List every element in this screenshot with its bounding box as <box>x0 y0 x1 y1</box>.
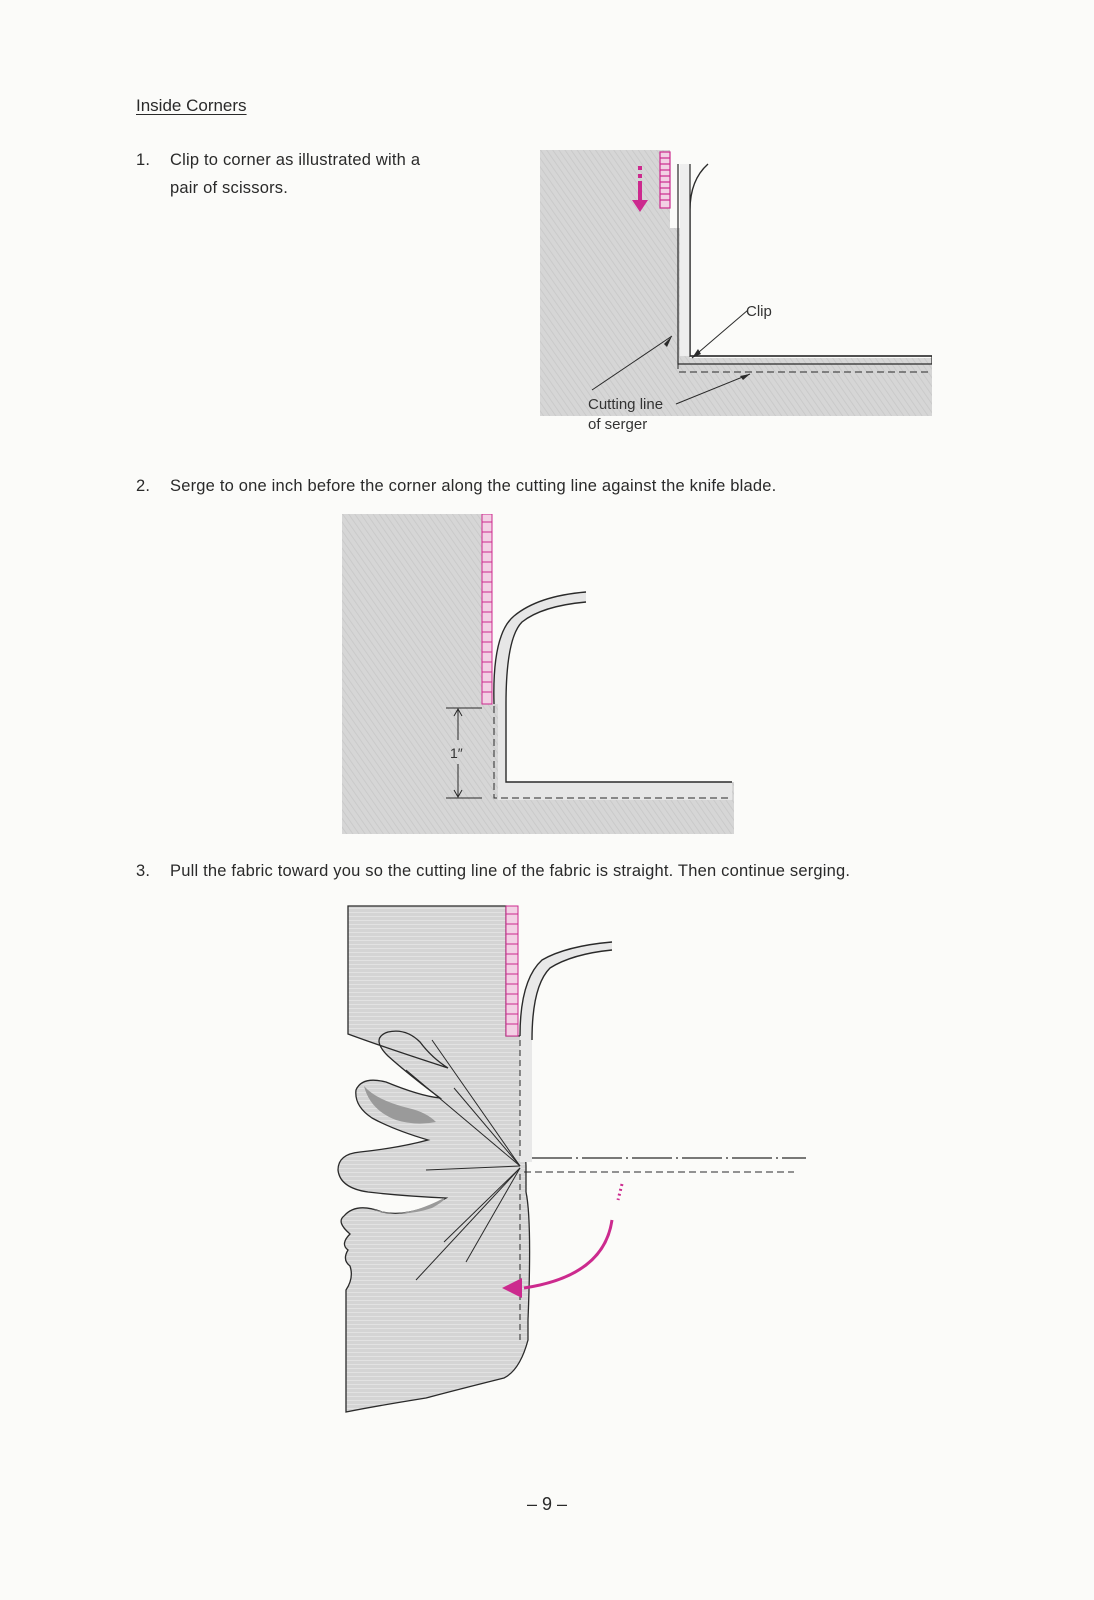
stitch-marks <box>481 514 493 705</box>
pull-arrow-icon <box>523 1183 624 1290</box>
step-2: 2. Serge to one inch before the corner al… <box>136 472 776 500</box>
step-3-number: 3. <box>136 862 151 880</box>
step-1-text-line2: pair of scissors. <box>170 179 289 197</box>
figure-pull-fabric <box>337 905 806 1413</box>
cutting-line <box>493 706 732 799</box>
stitch-marks <box>505 905 519 1037</box>
step-1-number: 1. <box>136 151 151 169</box>
step-2-text: Serge to one inch before the corner alon… <box>170 477 777 495</box>
step-1-text-line1: Clip to corner as illustrated with a <box>170 151 421 169</box>
dimension-marker <box>446 707 482 799</box>
page-number: – 9 – <box>526 1494 568 1514</box>
fabric-shape <box>342 514 734 834</box>
figure-serge-to-corner: 1″ <box>342 514 734 834</box>
step-3-text: Pull the fabric toward you so the cuttin… <box>170 862 851 880</box>
fold-shadow <box>364 1086 436 1124</box>
fabric-shape <box>337 905 531 1413</box>
figure-clip-corner: Clip Cutting line of serger <box>540 150 932 433</box>
section-title: Inside Corners <box>136 96 247 115</box>
stitch-marks <box>659 151 671 209</box>
fabric-flap <box>493 592 732 800</box>
fabric-flap <box>520 942 612 1162</box>
step-3: 3. Pull the fabric toward you so the cutt… <box>136 857 850 885</box>
one-inch-label: 1″ <box>450 745 463 761</box>
serger-label: of serger <box>588 416 647 433</box>
fabric-shape <box>540 150 932 416</box>
clip-label: Clip <box>746 303 772 320</box>
cutting-line <box>677 164 932 373</box>
fold-shadow <box>366 1198 445 1214</box>
cutting-line-label: Cutting line <box>588 396 663 413</box>
fabric-edge <box>689 163 709 211</box>
direction-arrow-icon <box>632 166 648 212</box>
pleat-lines <box>405 1039 521 1281</box>
step-1: 1. Clip to corner as illustrated with a p… <box>136 146 506 202</box>
step-2-number: 2. <box>136 477 151 495</box>
